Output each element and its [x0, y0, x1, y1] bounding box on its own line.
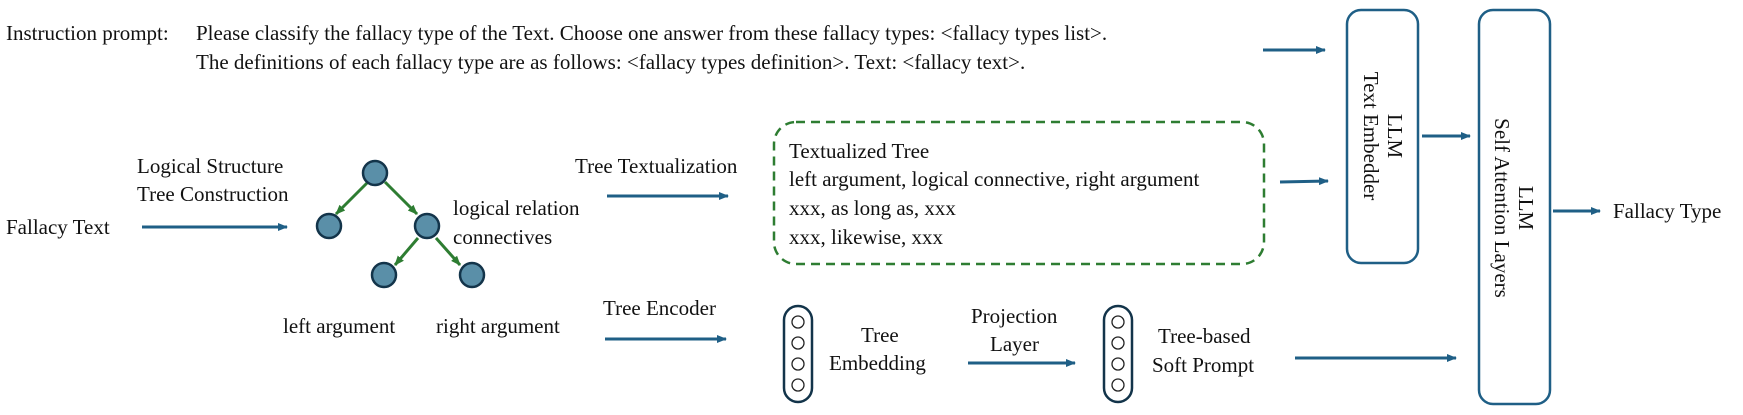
tree-embedding-label-2: Embedding [829, 351, 926, 375]
tree-embedding-vector [782, 304, 814, 404]
projection-label-1: Projection [971, 304, 1058, 328]
tree-encoder-label: Tree Encoder [603, 296, 716, 320]
instruction-label: Instruction prompt: [6, 21, 169, 45]
textualized-box-line: Textualized Tree [789, 139, 930, 163]
tree-construction-label-1: Logical Structure [137, 154, 284, 178]
tree-embedding-label-1: Tree [861, 323, 899, 347]
arrow-box-to-embedder [1279, 177, 1329, 186]
llm-text-embedder-line-2: Text Embedder [1359, 71, 1383, 201]
tree-node-left-argument [370, 261, 398, 289]
textualized-tree-box [772, 120, 1266, 266]
soft-prompt-label-1: Tree-based [1158, 324, 1251, 348]
textualized-box-line: xxx, likewise, xxx [789, 225, 943, 249]
fallacy-type-output-label: Fallacy Type [1613, 199, 1722, 223]
textualized-box-line: left argument, logical connective, right… [789, 167, 1200, 191]
llm-self-attention-line-1: LLM [1514, 185, 1538, 231]
llm-text-embedder-box [1345, 8, 1420, 265]
instruction-line-1: Please classify the fallacy type of the … [196, 21, 1108, 45]
soft-prompt-label-2: Soft Prompt [1152, 353, 1255, 377]
textualized-box-line: xxx, as long as, xxx [789, 196, 956, 220]
llm-self-attention-label: LLM Self Attention Layers [1490, 88, 1538, 328]
instruction-line-2: The definitions of each fallacy type are… [196, 50, 1026, 74]
tree-edge-root-right [383, 180, 419, 216]
projection-label-2: Layer [990, 332, 1039, 356]
connective-label-2: connectives [453, 225, 553, 249]
llm-self-attention-box [1477, 8, 1552, 406]
connective-label-1: logical relation [453, 196, 580, 220]
right-argument-label: right argument [436, 314, 560, 338]
llm-text-embedder-label: LLM Text Embedder [1359, 16, 1407, 256]
tree-node-root [361, 159, 389, 187]
fallacy-text-label: Fallacy Text [6, 215, 110, 239]
llm-self-attention-line-2: Self Attention Layers [1490, 118, 1514, 298]
tree-textualization-label: Tree Textualization [575, 154, 738, 178]
tree-node-connective [413, 212, 441, 240]
tree-edge-mid-right [434, 237, 462, 266]
soft-prompt-vector [1102, 304, 1134, 404]
llm-text-embedder-line-1: LLM [1383, 113, 1407, 159]
tree-construction-label-2: Tree Construction [137, 182, 289, 206]
tree-node-left [315, 212, 343, 240]
tree-node-right-argument [458, 261, 486, 289]
tree-edge-mid-left [393, 237, 420, 266]
tree-edge-root-left [334, 180, 370, 216]
left-argument-label: left argument [283, 314, 396, 338]
